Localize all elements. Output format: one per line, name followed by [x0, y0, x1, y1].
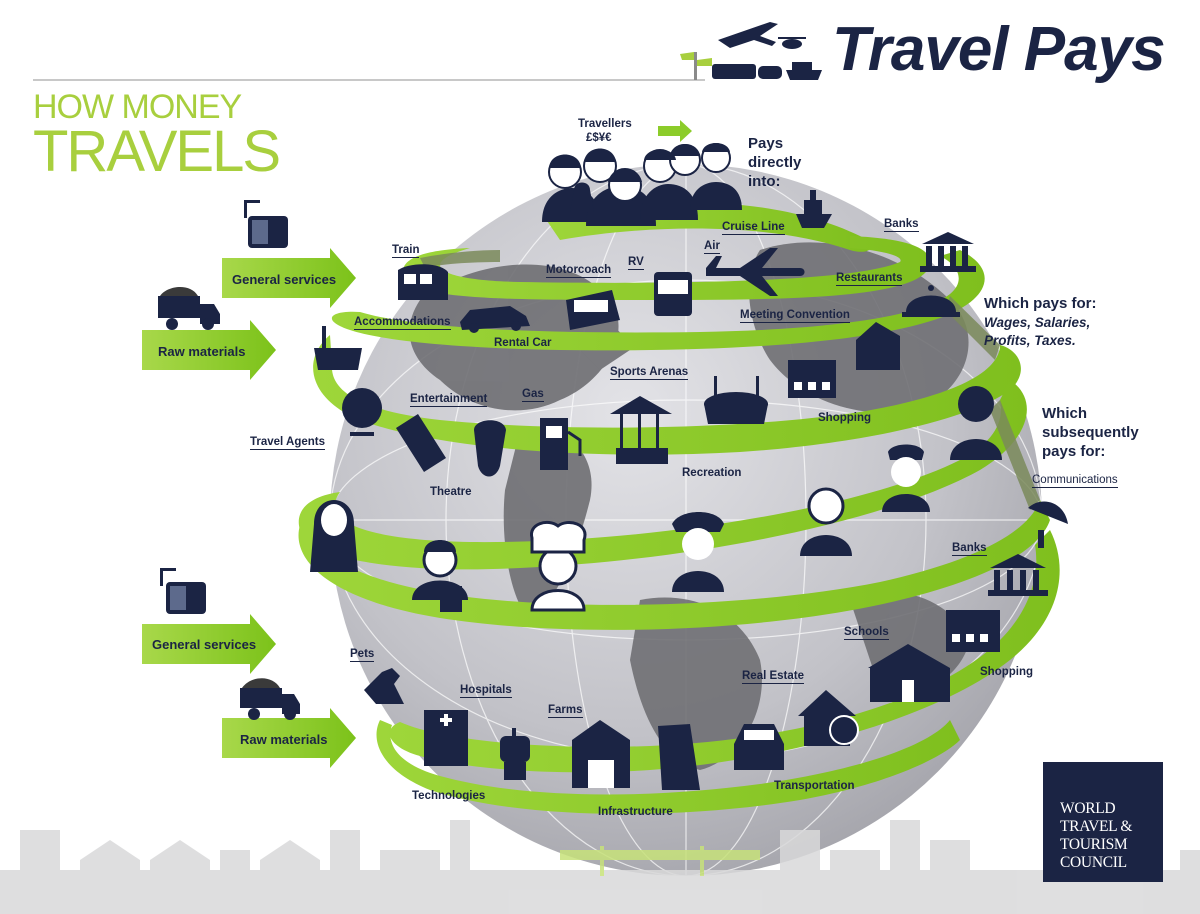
hospital-icon [424, 710, 468, 766]
label-restaurants: Restaurants [836, 272, 903, 286]
dog-icon [364, 668, 404, 704]
shopping-mall-icon-top [788, 360, 836, 398]
call-center-agent-icon [950, 386, 1002, 460]
label-air: Air [704, 240, 720, 254]
label-shopping-top: Shopping [818, 412, 872, 424]
chef-icon [530, 521, 587, 612]
input-arrows [142, 120, 692, 768]
label-entertainment: Entertainment [410, 393, 488, 407]
desk-globe-icon [342, 388, 382, 436]
doorman-icon [882, 444, 930, 512]
road-icon [658, 724, 700, 790]
suitcase-icon-top [244, 200, 288, 248]
cruise-ship-icon [796, 190, 832, 228]
label-pets: Pets [350, 648, 375, 662]
label-infrastructure: Infrastructure [598, 806, 673, 818]
label-hospitals: Hospitals [460, 684, 512, 698]
suitcase-icon-bottom [160, 568, 206, 614]
waiter-icon [412, 540, 468, 612]
bathtub-icon [314, 326, 362, 370]
rv-icon [654, 272, 692, 316]
bank-icon-bottom [988, 554, 1048, 596]
label-communications: Communications [1032, 474, 1118, 488]
bank-icon-top [920, 232, 976, 272]
which-pays-for-label: Which pays for: [984, 295, 1097, 312]
raw-materials-bottom: Raw materials [240, 732, 328, 747]
label-rv: RV [628, 256, 644, 270]
general-services-top: General services [232, 272, 337, 287]
subsequently-pays-label: Which subsequently pays for: [1042, 405, 1139, 460]
page-title: Travel Pays [832, 15, 1166, 84]
train-icon [398, 264, 448, 300]
general-services-bottom: General services [152, 637, 257, 652]
dump-truck-icon-top [158, 286, 220, 330]
label-transportation: Transportation [774, 780, 855, 792]
transport-cluster-icon [680, 22, 822, 80]
label-train: Train [392, 244, 420, 258]
wttc-logo-text: WORLD TRAVEL & TOURISM COUNCIL [1060, 800, 1133, 871]
label-cruise-line: Cruise Line [722, 221, 785, 235]
label-meeting-convention: Meeting Convention [740, 309, 850, 323]
rental-car-icon [460, 306, 530, 333]
raw-materials-top: Raw materials [158, 344, 246, 359]
satellite-dish-icon [1028, 501, 1068, 548]
flight-attendant-icon [310, 500, 358, 572]
convention-building-icon [856, 322, 900, 370]
label-technologies: Technologies [412, 790, 486, 802]
carousel-icon [610, 396, 672, 464]
label-theatre: Theatre [430, 486, 472, 498]
travellers-group-icon [542, 143, 742, 226]
dump-truck-icon-bottom [240, 678, 300, 720]
ticket-icon [396, 414, 446, 472]
how-money-subtitle: HOW MONEY [33, 88, 242, 126]
taxi-icon [734, 724, 784, 770]
pays-directly-label: Pays directly into: [748, 135, 802, 190]
barn-icon [572, 720, 630, 788]
gas-pump-icon [540, 418, 582, 470]
label-recreation: Recreation [682, 467, 742, 479]
house-dollar-icon [798, 690, 859, 746]
label-banks-bottom: Banks [952, 542, 987, 556]
theatre-mask-icon [474, 420, 506, 477]
label-motorcoach: Motorcoach [546, 264, 612, 278]
label-farms: Farms [548, 704, 583, 718]
label-accommodations: Accommodations [354, 316, 451, 330]
cloche-icon [902, 285, 960, 317]
wttc-logo [1043, 762, 1163, 882]
city-skyline [0, 820, 1200, 914]
label-real-estate: Real Estate [742, 670, 805, 684]
currency-label: £$¥€ [586, 132, 612, 144]
label-sports-arenas: Sports Arenas [610, 366, 689, 380]
label-schools: Schools [844, 626, 889, 640]
label-rental-car: Rental Car [494, 337, 552, 349]
spiral-ribbon [298, 202, 1060, 814]
travels-subtitle: TRAVELS [33, 119, 281, 184]
label-shopping-bottom: Shopping [980, 666, 1034, 678]
robot-icon [500, 728, 530, 780]
housekeeper-icon [800, 487, 852, 556]
label-banks-top: Banks [884, 218, 919, 232]
travellers-label: Travellers [578, 118, 632, 130]
label-travel-agents: Travel Agents [250, 436, 325, 450]
motorcoach-icon [566, 290, 620, 330]
stadium-icon [704, 376, 768, 424]
airplane-icon [706, 248, 805, 296]
school-icon [868, 644, 950, 702]
captain-icon [672, 512, 724, 592]
shopping-mall-icon-bottom [946, 610, 1000, 652]
wages-salaries-label: Wages, Salaries, Profits, Taxes. [984, 315, 1091, 348]
label-gas: Gas [522, 388, 544, 402]
